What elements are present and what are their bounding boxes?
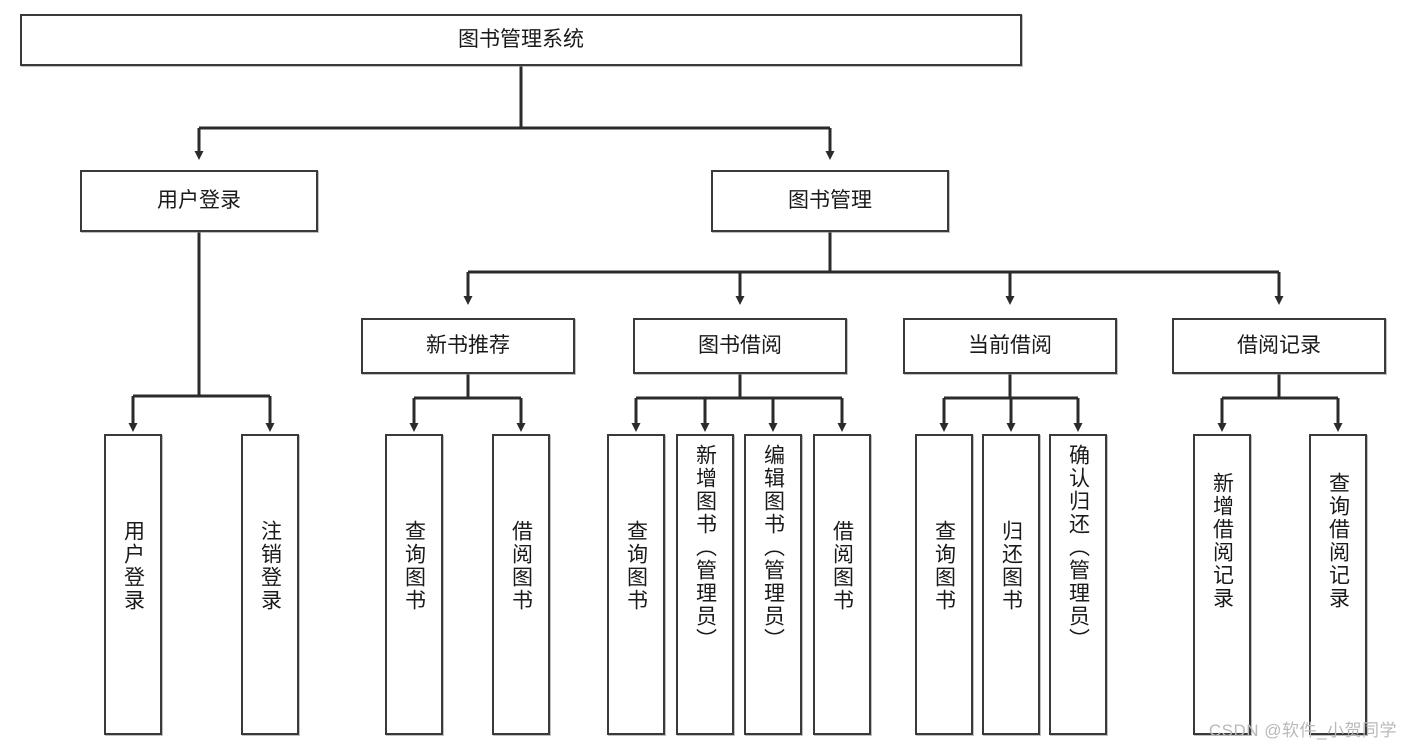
node-leaf-borrow-book-1[interactable]: 借阅图书 — [492, 434, 550, 735]
node-leaf-user-logout-label: 注销登录 — [258, 520, 282, 612]
node-leaf-query-record-label: 查询借阅记录 — [1326, 472, 1350, 610]
node-leaf-borrow-book-1-label: 借阅图书 — [509, 520, 533, 612]
csdn-watermark: CSDN @软件_小贺同学 — [1208, 721, 1397, 740]
node-leaf-query-book-1[interactable]: 查询图书 — [385, 434, 443, 735]
node-leaf-borrow-book-2[interactable]: 借阅图书 — [813, 434, 871, 735]
node-leaf-confirm-return[interactable]: 确认归还（管理员） — [1049, 434, 1107, 735]
node-leaf-add-record[interactable]: 新增借阅记录 — [1193, 434, 1251, 735]
node-leaf-user-logout[interactable]: 注销登录 — [241, 434, 299, 735]
node-leaf-query-book-2-label: 查询图书 — [624, 520, 648, 612]
node-root-system[interactable]: 图书管理系统 — [20, 14, 1022, 66]
node-leaf-user-login[interactable]: 用户登录 — [104, 434, 162, 735]
node-borrow-record-label: 借阅记录 — [1237, 334, 1321, 358]
node-root-system-label: 图书管理系统 — [458, 28, 584, 52]
node-leaf-add-book-label: 新增图书（管理员） — [693, 444, 717, 651]
node-leaf-edit-book[interactable]: 编辑图书（管理员） — [744, 434, 802, 735]
node-leaf-query-book-1-label: 查询图书 — [402, 520, 426, 612]
node-leaf-query-book-2[interactable]: 查询图书 — [607, 434, 665, 735]
node-current-borrow-label: 当前借阅 — [968, 334, 1052, 358]
node-user-login-label: 用户登录 — [157, 189, 241, 213]
node-new-book-recommend[interactable]: 新书推荐 — [361, 318, 575, 374]
node-book-borrow[interactable]: 图书借阅 — [633, 318, 847, 374]
node-leaf-return-book[interactable]: 归还图书 — [982, 434, 1040, 735]
node-leaf-borrow-book-2-label: 借阅图书 — [830, 520, 854, 612]
node-leaf-add-book[interactable]: 新增图书（管理员） — [676, 434, 734, 735]
node-leaf-user-login-label: 用户登录 — [121, 520, 145, 612]
node-book-management-label: 图书管理 — [788, 189, 872, 213]
node-book-borrow-label: 图书借阅 — [698, 334, 782, 358]
node-book-management[interactable]: 图书管理 — [711, 170, 949, 232]
node-leaf-return-book-label: 归还图书 — [999, 520, 1023, 612]
node-leaf-query-record[interactable]: 查询借阅记录 — [1309, 434, 1367, 735]
node-leaf-add-record-label: 新增借阅记录 — [1210, 472, 1234, 610]
node-leaf-confirm-return-label: 确认归还（管理员） — [1066, 444, 1090, 651]
node-borrow-record[interactable]: 借阅记录 — [1172, 318, 1386, 374]
node-user-login[interactable]: 用户登录 — [80, 170, 318, 232]
node-current-borrow[interactable]: 当前借阅 — [903, 318, 1117, 374]
node-leaf-edit-book-label: 编辑图书（管理员） — [761, 444, 785, 651]
node-leaf-query-book-3-label: 查询图书 — [932, 520, 956, 612]
node-new-book-recommend-label: 新书推荐 — [426, 334, 510, 358]
node-leaf-query-book-3[interactable]: 查询图书 — [915, 434, 973, 735]
